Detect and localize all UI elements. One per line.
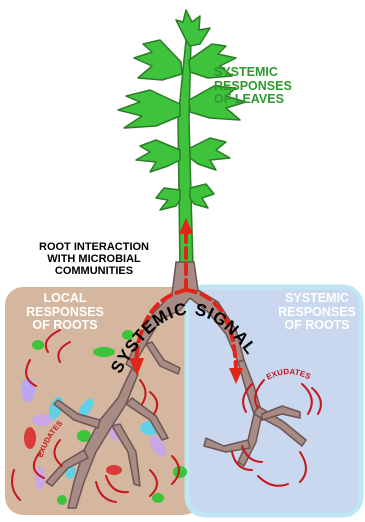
leaf-low-left [136, 140, 180, 172]
leaf-bottom-right [190, 184, 214, 208]
leaf-bottom-left [156, 188, 180, 210]
systemic-responses-of-roots-label: SYSTEMIC RESPONSES OF ROOTS [262, 292, 365, 333]
leaf-top [176, 10, 210, 46]
root-interaction-label: ROOT INTERACTION WITH MICROBIAL COMMUNIT… [24, 242, 164, 278]
systemic-responses-of-leaves-label: SYSTEMIC RESPONSES OF LEAVES [214, 66, 334, 107]
leaf-upper-left [134, 40, 182, 80]
local-responses-of-roots-label: LOCAL RESPONSES OF ROOTS [10, 292, 120, 333]
leaf-mid-left [118, 90, 180, 128]
leaf-low-right [190, 138, 230, 170]
